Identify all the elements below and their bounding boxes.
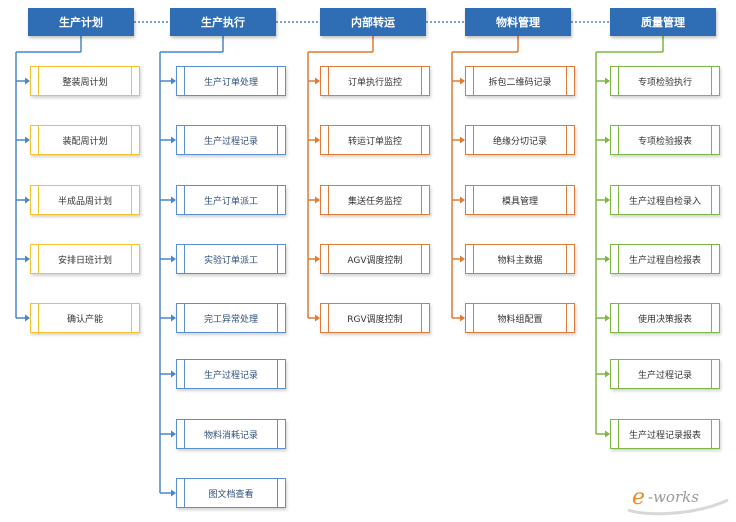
col3-arrow-4 bbox=[460, 314, 465, 322]
col1-arrow-5 bbox=[171, 370, 176, 378]
node-unpack-qr-record: 拆包二维码记录 bbox=[465, 66, 575, 96]
col4-arrow-4 bbox=[605, 314, 610, 322]
col1-arrow-1 bbox=[171, 136, 176, 144]
node-process-record-2: 生产过程记录 bbox=[176, 359, 286, 389]
col4-arrow-3 bbox=[605, 255, 610, 263]
node-agv-dispatch: AGV调度控制 bbox=[320, 244, 430, 274]
col1-arrow-4 bbox=[171, 314, 176, 322]
node-lab-order-dispatch: 实验订单派工 bbox=[176, 244, 286, 274]
col0-arrow-0 bbox=[25, 77, 30, 85]
node-material-consumption: 物料消耗记录 bbox=[176, 419, 286, 449]
header-internal-transport: 内部转运 bbox=[320, 8, 426, 36]
header-quality-management: 质量管理 bbox=[610, 8, 716, 36]
svg-text:-works: -works bbox=[648, 488, 699, 506]
node-material-group-config: 物料组配置 bbox=[465, 303, 575, 333]
col2-arrow-0 bbox=[315, 77, 320, 85]
col0-arrow-3 bbox=[25, 255, 30, 263]
node-self-check-entry: 生产过程自检录入 bbox=[610, 185, 720, 215]
col3-arrow-1 bbox=[460, 136, 465, 144]
col4-arrow-0 bbox=[605, 77, 610, 85]
col1-arrow-0 bbox=[171, 77, 176, 85]
node-process-record-1: 生产过程记录 bbox=[176, 125, 286, 155]
col2-arrow-2 bbox=[315, 196, 320, 204]
node-weekly-semi-product-plan: 半成品周计划 bbox=[30, 185, 140, 215]
col1-arrow-2 bbox=[171, 196, 176, 204]
node-insulation-cut-record: 绝缘分切记录 bbox=[465, 125, 575, 155]
col1-arrow-3 bbox=[171, 255, 176, 263]
col1-arrow-6 bbox=[171, 430, 176, 438]
node-confirm-capacity: 确认产能 bbox=[30, 303, 140, 333]
col4-arrow-1 bbox=[605, 136, 610, 144]
col3-arrow-2 bbox=[460, 196, 465, 204]
col4-arrow-2 bbox=[605, 196, 610, 204]
node-self-check-report: 生产过程自检报表 bbox=[610, 244, 720, 274]
col4-arrow-5 bbox=[605, 370, 610, 378]
col0-arrow-4 bbox=[25, 314, 30, 322]
node-completion-exception: 完工异常处理 bbox=[176, 303, 286, 333]
header-production-planning: 生产计划 bbox=[28, 8, 134, 36]
col2-arrow-1 bbox=[315, 136, 320, 144]
node-quality-process-record: 生产过程记录 bbox=[610, 359, 720, 389]
col2-arrow-4 bbox=[315, 314, 320, 322]
node-rgv-dispatch: RGV调度控制 bbox=[320, 303, 430, 333]
col2-arrow-3 bbox=[315, 255, 320, 263]
node-document-view: 图文档查看 bbox=[176, 478, 286, 508]
col3-arrow-3 bbox=[460, 255, 465, 263]
node-order-processing: 生产订单处理 bbox=[176, 66, 286, 96]
col4-arrow-6 bbox=[605, 430, 610, 438]
col0-arrow-1 bbox=[25, 136, 30, 144]
node-usage-decision-report: 使用决策报表 bbox=[610, 303, 720, 333]
col3-arrow-0 bbox=[460, 77, 465, 85]
svg-text:e: e bbox=[632, 485, 645, 510]
node-special-inspection-report: 专项检验报表 bbox=[610, 125, 720, 155]
node-weekly-assembly-plan: 整装周计划 bbox=[30, 66, 140, 96]
col1-arrow-7 bbox=[171, 489, 176, 497]
node-mold-management: 模具管理 bbox=[465, 185, 575, 215]
header-production-execution: 生产执行 bbox=[170, 8, 276, 36]
node-delivery-task-monitor: 集送任务监控 bbox=[320, 185, 430, 215]
header-material-management: 物料管理 bbox=[465, 8, 571, 36]
node-material-master-data: 物料主数据 bbox=[465, 244, 575, 274]
node-special-inspection: 专项检验执行 bbox=[610, 66, 720, 96]
node-weekly-fitting-plan: 装配周计划 bbox=[30, 125, 140, 155]
node-order-dispatch: 生产订单派工 bbox=[176, 185, 286, 215]
eworks-logo: e -works bbox=[627, 485, 729, 516]
node-transfer-order-monitor: 转运订单监控 bbox=[320, 125, 430, 155]
node-daily-shift-plan: 安排日班计划 bbox=[30, 244, 140, 274]
node-order-execution-monitor: 订单执行监控 bbox=[320, 66, 430, 96]
node-quality-process-report: 生产过程记录报表 bbox=[610, 419, 720, 449]
col0-arrow-2 bbox=[25, 196, 30, 204]
